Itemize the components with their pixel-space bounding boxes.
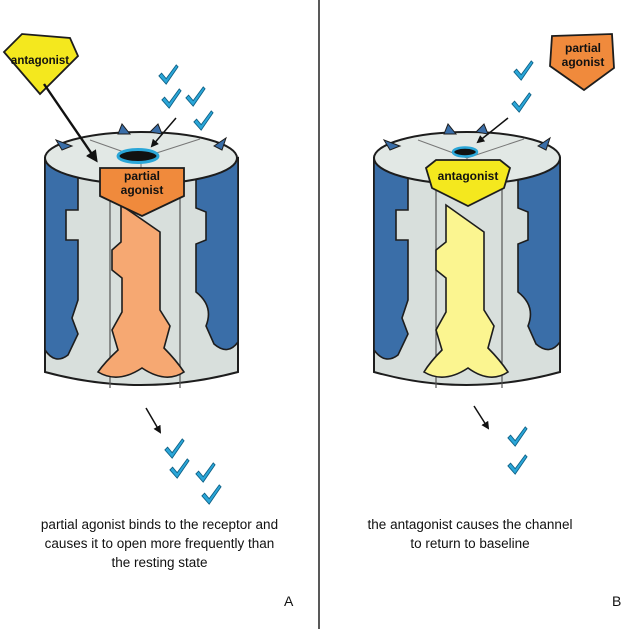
caption-b-line: to return to baseline bbox=[410, 536, 530, 551]
ions-in-b bbox=[511, 60, 534, 113]
panel-letter-b: B bbox=[612, 593, 622, 609]
caption-a-line: partial agonist binds to the receptor an… bbox=[40, 517, 279, 532]
caption-a-line: the resting state bbox=[111, 555, 208, 570]
check-icon bbox=[507, 426, 528, 447]
check-icon bbox=[195, 462, 216, 483]
check-icon bbox=[169, 458, 190, 479]
arrow-icon bbox=[145, 407, 162, 434]
panel-letter-a: A bbox=[284, 593, 294, 609]
ions-in-a bbox=[158, 64, 214, 131]
arrow-icon bbox=[476, 117, 509, 144]
partial-agonist-bound-label-1: partial bbox=[124, 169, 160, 183]
check-icon bbox=[513, 60, 534, 81]
antagonist-bound: antagonist bbox=[422, 159, 512, 378]
partial-agonist-free-b-label-1: partial bbox=[565, 41, 601, 55]
channel-pore bbox=[451, 146, 479, 158]
caption-b-line: the antagonist causes the channel bbox=[367, 517, 573, 532]
caption-a-line: causes it to open more frequently than bbox=[44, 536, 275, 551]
partial-agonist-free-b-label-2: agonist bbox=[562, 55, 605, 69]
arrow-icon bbox=[43, 83, 98, 163]
check-icon bbox=[158, 64, 179, 85]
antagonist-free-a: antagonist bbox=[2, 33, 80, 96]
antagonist-bound-label: antagonist bbox=[438, 169, 499, 183]
panel-a: partial agonist antagonist bbox=[2, 33, 239, 505]
arrow-icon bbox=[473, 405, 490, 430]
check-icon bbox=[201, 484, 222, 505]
caption-a: partial agonist binds to the receptor an… bbox=[0, 515, 319, 572]
channel-pore bbox=[116, 148, 160, 164]
panel-b: antagonist partial agonist bbox=[373, 33, 615, 475]
check-icon bbox=[164, 438, 185, 459]
partial-agonist-bound-label-2: agonist bbox=[121, 183, 164, 197]
partial-agonist-bound: partial agonist bbox=[96, 167, 186, 378]
caption-b: the antagonist causes the channel to ret… bbox=[320, 515, 620, 553]
ion-channel-b bbox=[373, 123, 561, 388]
check-icon bbox=[161, 88, 182, 109]
antagonist-free-a-label: antagonist bbox=[11, 55, 69, 67]
check-icon bbox=[185, 86, 206, 107]
check-icon bbox=[511, 92, 532, 113]
ions-out-a bbox=[164, 438, 222, 505]
check-icon bbox=[507, 454, 528, 475]
arrow-icon bbox=[150, 117, 177, 148]
check-icon bbox=[193, 110, 214, 131]
partial-agonist-free-b: partial agonist bbox=[549, 33, 615, 92]
ions-out-b bbox=[507, 426, 528, 475]
